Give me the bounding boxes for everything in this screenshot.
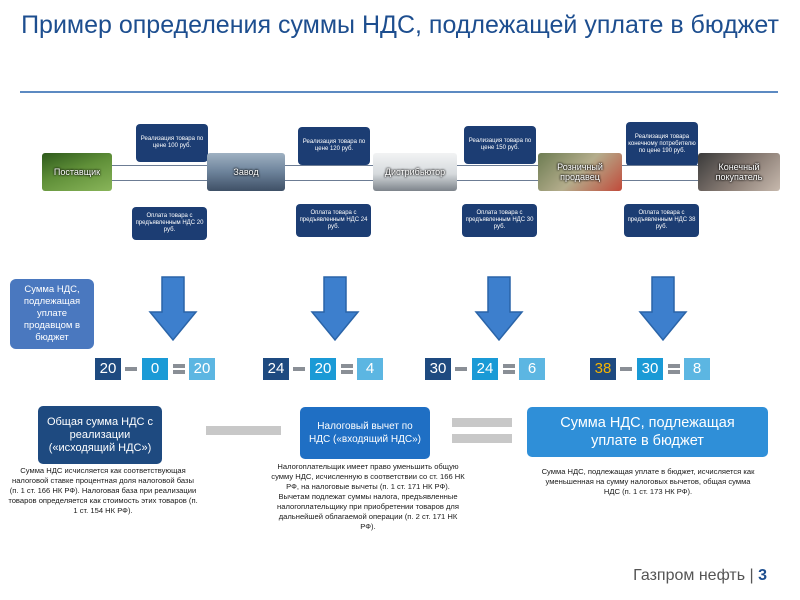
equals-icon	[173, 363, 185, 375]
input-vat-note: Налогоплательщик имеет право уменьшить о…	[271, 462, 465, 531]
footer-separator: |	[745, 567, 759, 584]
equation-4: 38 30 8	[590, 358, 715, 380]
payable-vat-heading: Сумма НДС, подлежащая уплате в бюджет	[527, 407, 768, 457]
page-number: 3	[758, 567, 767, 584]
equals-sign-icon	[452, 418, 512, 446]
input-vat-value: 24	[472, 358, 498, 380]
photo-consumer: Конечный покупатель	[698, 153, 780, 191]
label-retailer: Розничный продавец	[557, 162, 603, 182]
photo-factory: Завод	[207, 153, 285, 191]
payable-vat-note: Сумма НДС, подлежащая уплате в бюджет, и…	[541, 467, 755, 496]
equals-icon	[341, 363, 353, 375]
sale-bubble-4: Реализация товара конечному потребителю …	[626, 122, 698, 166]
payable-vat-value: 4	[357, 358, 383, 380]
down-arrow-icon	[474, 276, 524, 342]
input-vat-heading: Налоговый вычет по НДС («входящий НДС»)	[300, 407, 430, 459]
label-consumer: Конечный покупатель	[715, 162, 763, 182]
output-vat-value: 30	[425, 358, 451, 380]
photo-retailer: Розничный продавец	[538, 153, 622, 191]
payable-vat-value: 8	[684, 358, 710, 380]
input-vat-value: 30	[637, 358, 663, 380]
minus-icon	[455, 367, 467, 371]
equation-2: 24 20 4	[263, 358, 388, 380]
label-distributor: Дистрибьютор	[384, 167, 446, 177]
input-vat-value: 20	[310, 358, 336, 380]
vat-payable-label: Сумма НДС, подлежащая уплате продавцом в…	[10, 279, 94, 349]
page-title: Пример определения суммы НДС, подлежащей…	[21, 11, 779, 39]
label-factory: Завод	[233, 167, 259, 177]
input-vat-value: 0	[142, 358, 168, 380]
minus-sign-icon	[206, 426, 281, 435]
label-supplier: Поставщик	[53, 167, 101, 177]
equals-icon	[503, 363, 515, 375]
payment-bubble-3: Оплата товара с предъявленным НДС 30 руб…	[462, 204, 537, 237]
photo-distributor: Дистрибьютор	[373, 153, 457, 191]
company-name: Газпром нефть	[633, 567, 746, 584]
output-vat-heading: Общая сумма НДС с реализации («исходящий…	[38, 406, 162, 464]
payable-vat-value: 20	[189, 358, 215, 380]
sale-bubble-1: Реализация товара по цене 100 руб.	[136, 124, 208, 162]
down-arrow-icon	[310, 276, 360, 342]
down-arrow-icon	[638, 276, 688, 342]
down-arrow-icon	[148, 276, 198, 342]
equation-3: 30 24 6	[425, 358, 550, 380]
title-divider	[20, 91, 778, 93]
payment-bubble-1: Оплата товара с предъявленным НДС 20 руб…	[132, 207, 207, 240]
equation-1: 20 0 20	[95, 358, 220, 380]
footer: Газпром нефть | 3	[633, 567, 767, 585]
sale-bubble-3: Реализация товара по цене 150 руб.	[464, 126, 536, 164]
minus-icon	[620, 367, 632, 371]
minus-icon	[125, 367, 137, 371]
output-vat-note: Сумма НДС исчисляется как соответствующа…	[8, 466, 198, 515]
photo-supplier: Поставщик	[42, 153, 112, 191]
equals-icon	[668, 363, 680, 375]
output-vat-value: 24	[263, 358, 289, 380]
minus-icon	[293, 367, 305, 371]
payment-bubble-4: Оплата товара с предъявленным НДС 38 руб…	[624, 204, 699, 237]
output-vat-value: 20	[95, 358, 121, 380]
sale-bubble-2: Реализация товара по цене 120 руб.	[298, 127, 370, 165]
payment-bubble-2: Оплата товара с предъявленным НДС 24 руб…	[296, 204, 371, 237]
output-vat-value: 38	[590, 358, 616, 380]
payable-vat-value: 6	[519, 358, 545, 380]
